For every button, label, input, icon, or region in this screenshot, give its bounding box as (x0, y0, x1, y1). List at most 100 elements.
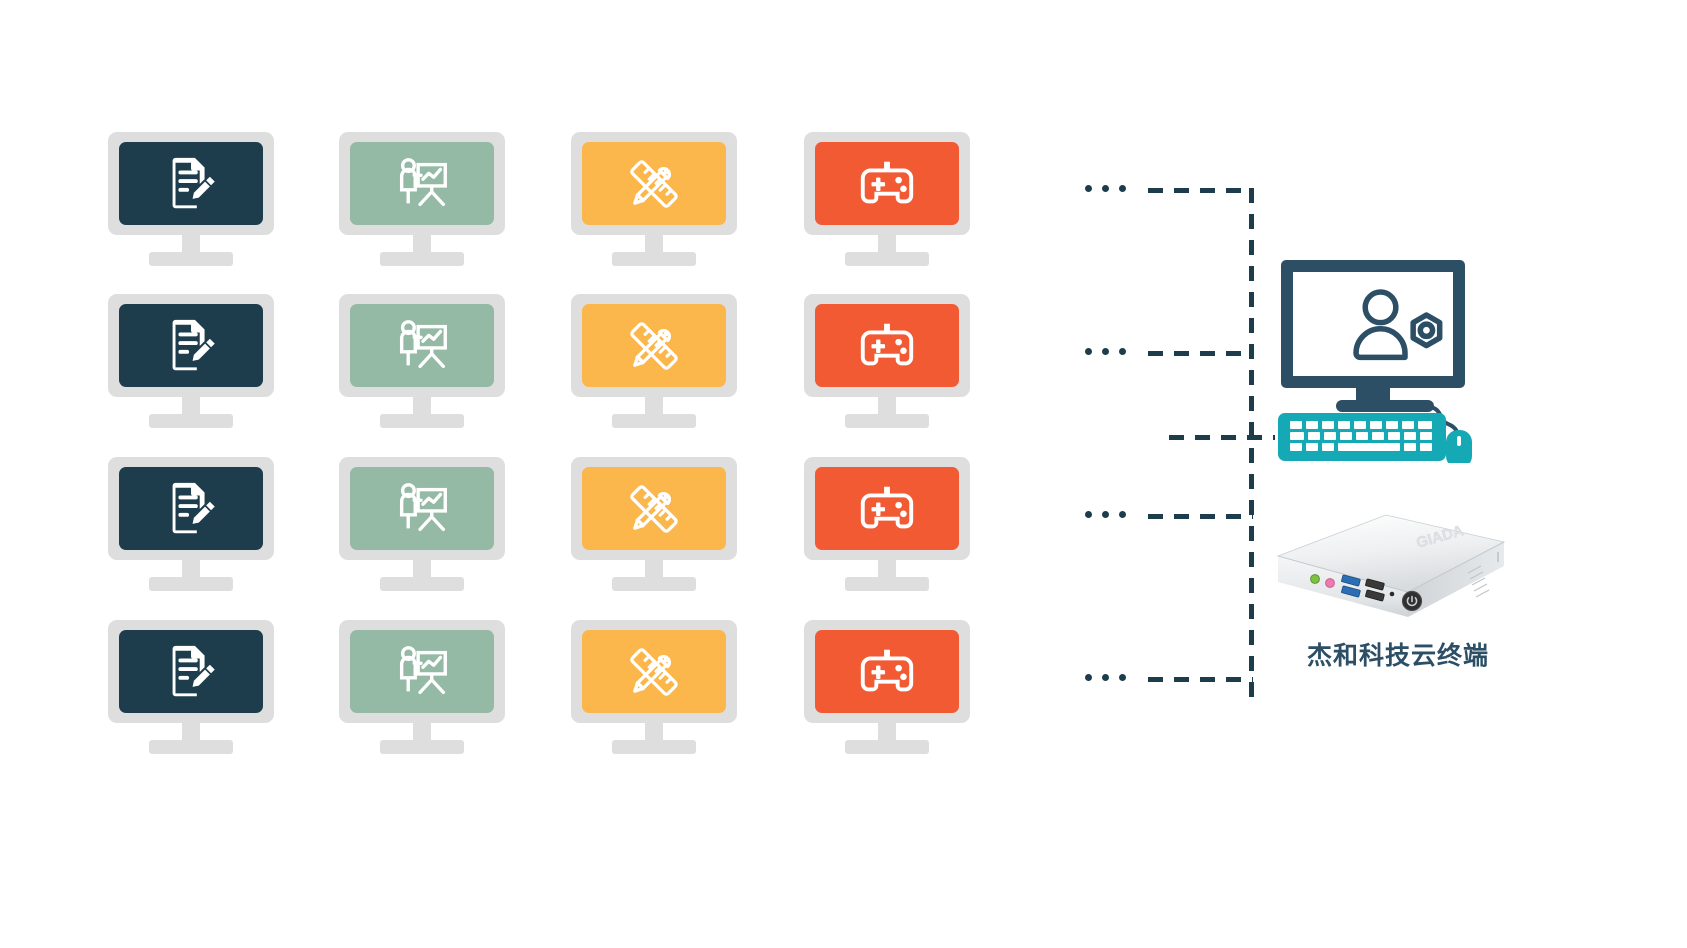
monitor-bezel (804, 457, 970, 560)
ellipsis-dot (1119, 185, 1126, 192)
gamepad-icon (860, 649, 914, 691)
document-edit-icon (172, 645, 215, 696)
monitor-base (1336, 400, 1434, 412)
ruler-pencil-icon (630, 321, 678, 370)
ellipsis-dot (1119, 674, 1126, 681)
ellipsis-dot (1102, 674, 1109, 681)
monitor-bezel (108, 620, 274, 723)
ruler-pencil-icon (630, 159, 678, 208)
row-ellipsis (1085, 348, 1126, 355)
monitor-screen (582, 630, 726, 713)
usb3-port-bottom[interactable] (1341, 585, 1361, 598)
ellipsis-dot (1119, 511, 1126, 518)
audio-out-port[interactable] (1310, 574, 1320, 584)
gamepad-icon (860, 161, 914, 203)
monitor-base (149, 740, 233, 754)
ruler-pencil-icon (630, 647, 678, 696)
client-monitor-presentation[interactable] (339, 132, 505, 266)
monitor-base (845, 577, 929, 591)
keyboard-icon[interactable] (1278, 413, 1446, 461)
gamepad-icon (860, 323, 914, 365)
monitor-screen (119, 304, 263, 387)
monitor-screen (350, 142, 494, 225)
monitor-base (612, 577, 696, 591)
client-monitor-document[interactable] (108, 294, 274, 428)
monitor-base (612, 252, 696, 266)
client-monitor-presentation[interactable] (339, 294, 505, 428)
client-monitor-presentation[interactable] (339, 457, 505, 591)
presentation-board-icon (399, 645, 447, 694)
document-edit-icon (172, 482, 215, 533)
mic-in-port[interactable] (1325, 578, 1335, 588)
monitor-bezel (571, 294, 737, 397)
reset-pinhole[interactable] (1389, 591, 1395, 597)
ruler-pencil-icon (630, 484, 678, 533)
usb2-port-bottom[interactable] (1365, 589, 1385, 602)
monitor-screen (815, 304, 959, 387)
monitor-screen (815, 467, 959, 550)
client-row (108, 294, 998, 428)
client-monitor-gaming[interactable] (804, 294, 970, 428)
ellipsis-dot (1085, 348, 1092, 355)
client-monitor-design[interactable] (571, 294, 737, 428)
client-row (108, 457, 998, 591)
monitor-screen (582, 304, 726, 387)
admin-monitor[interactable] (1281, 260, 1465, 412)
monitor-base (149, 577, 233, 591)
minipc-side (1408, 542, 1504, 617)
client-monitor-document[interactable] (108, 620, 274, 754)
client-monitor-document[interactable] (108, 457, 274, 591)
mini-pc-icon[interactable]: GIADA (1268, 500, 1508, 630)
client-row (108, 132, 998, 266)
client-monitor-gaming[interactable] (804, 132, 970, 266)
monitor-bezel (339, 457, 505, 560)
cloud-terminal-label: 杰和科技云终端 (1306, 641, 1489, 670)
client-monitor-gaming[interactable] (804, 620, 970, 754)
monitor-bezel (804, 620, 970, 723)
ellipsis-dot (1119, 348, 1126, 355)
minipc-port-cluster (1310, 574, 1423, 612)
monitor-base (149, 252, 233, 266)
document-edit-icon (172, 157, 215, 208)
usb2-port-top[interactable] (1365, 578, 1385, 591)
client-row (108, 620, 998, 754)
monitor-bezel (108, 457, 274, 560)
document-edit-icon (172, 319, 215, 370)
server-admin-station[interactable] (1276, 258, 1486, 468)
monitor-base (380, 740, 464, 754)
monitor-base (845, 414, 929, 428)
client-monitor-design[interactable] (571, 620, 737, 754)
monitor-bezel (571, 620, 737, 723)
ellipsis-dot (1102, 348, 1109, 355)
client-monitor-grid (108, 132, 998, 762)
minipc-top (1278, 515, 1504, 592)
ellipsis-dot (1085, 511, 1092, 518)
monitor-base (380, 252, 464, 266)
client-monitor-document[interactable] (108, 132, 274, 266)
monitor-bezel (339, 294, 505, 397)
client-monitor-design[interactable] (571, 132, 737, 266)
monitor-base (845, 252, 929, 266)
monitor-screen (582, 142, 726, 225)
ellipsis-dot (1102, 511, 1109, 518)
monitor-base (380, 577, 464, 591)
row-ellipsis (1085, 674, 1126, 681)
minipc-vent (1467, 565, 1490, 598)
monitor-bezel (571, 132, 737, 235)
client-monitor-design[interactable] (571, 457, 737, 591)
monitor-screen (350, 630, 494, 713)
client-monitor-gaming[interactable] (804, 457, 970, 591)
monitor-screen (119, 630, 263, 713)
presentation-board-icon (399, 157, 447, 206)
presentation-board-icon (399, 482, 447, 531)
ellipsis-dot (1102, 185, 1109, 192)
usb3-port-top[interactable] (1341, 574, 1361, 587)
monitor-bezel (804, 294, 970, 397)
monitor-bezel (339, 132, 505, 235)
client-monitor-presentation[interactable] (339, 620, 505, 754)
ellipsis-dot (1085, 674, 1092, 681)
monitor-base (612, 414, 696, 428)
mouse-icon[interactable] (1446, 430, 1472, 468)
monitor-bezel (108, 132, 274, 235)
